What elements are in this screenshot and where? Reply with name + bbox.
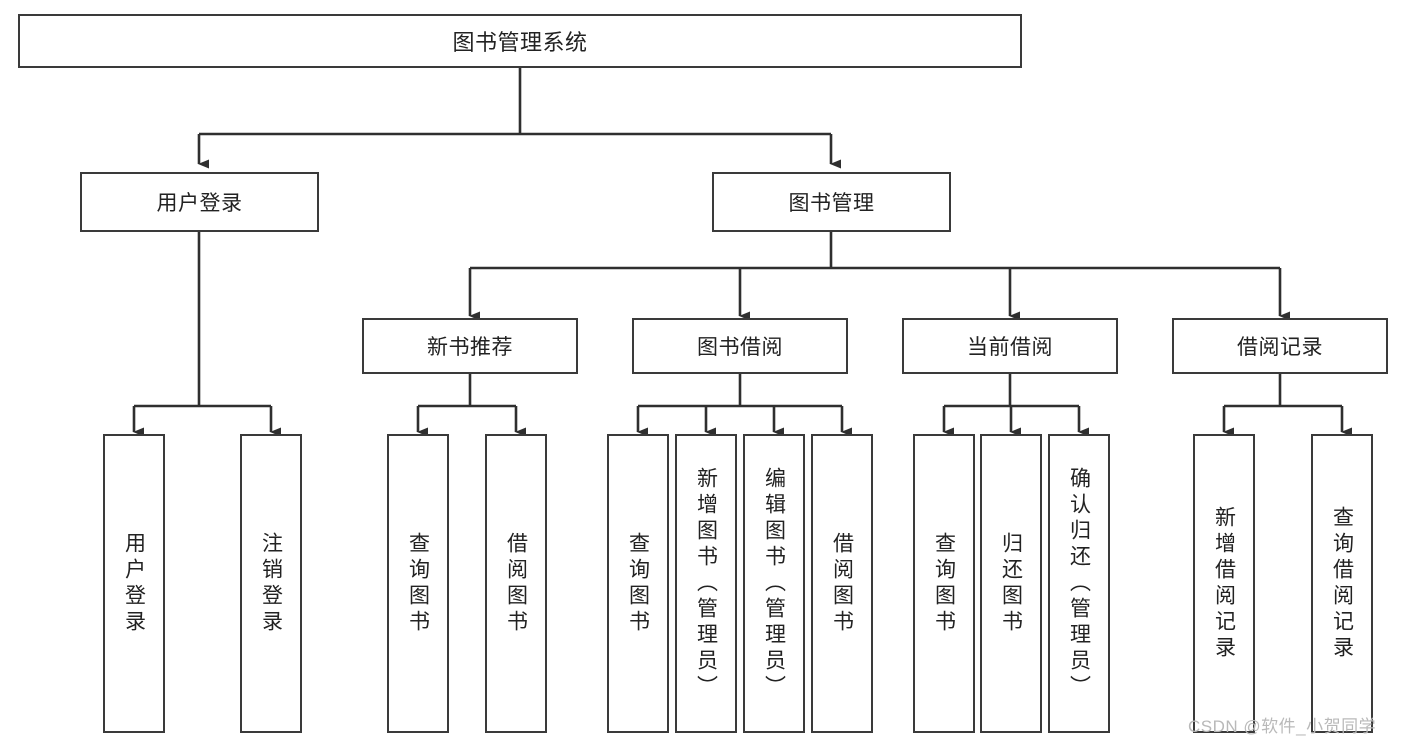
node-root-book-management-system[interactable]: 图书管理系统: [18, 14, 1022, 68]
node-label: 查询图书: [626, 531, 650, 636]
leaf-query-books-recommend[interactable]: 查询图书: [387, 434, 449, 733]
node-book-borrowing[interactable]: 图书借阅: [632, 318, 848, 374]
node-label: 当前借阅: [967, 336, 1053, 359]
node-label: 用户登录: [156, 192, 243, 215]
node-label: 借阅记录: [1237, 336, 1323, 359]
node-borrow-records[interactable]: 借阅记录: [1172, 318, 1388, 374]
watermark: CSDN @软件_小贺同学: [1188, 717, 1377, 736]
node-label: 查询借阅记录: [1330, 505, 1354, 662]
leaf-query-borrow-record[interactable]: 查询借阅记录: [1311, 434, 1373, 733]
node-label: 图书借阅: [697, 336, 783, 359]
node-label: 归还图书: [999, 531, 1023, 636]
node-new-book-recommendation[interactable]: 新书推荐: [362, 318, 578, 374]
leaf-query-books-current[interactable]: 查询图书: [913, 434, 975, 733]
leaf-confirm-return-admin[interactable]: 确认归还（管理员）: [1048, 434, 1110, 733]
node-label: 借阅图书: [830, 531, 854, 636]
leaf-logout[interactable]: 注销登录: [240, 434, 302, 733]
node-user-login[interactable]: 用户登录: [80, 172, 319, 232]
node-label: 新书推荐: [427, 336, 513, 359]
leaf-user-login[interactable]: 用户登录: [103, 434, 165, 733]
leaf-add-borrow-record[interactable]: 新增借阅记录: [1193, 434, 1255, 733]
node-current-borrowing[interactable]: 当前借阅: [902, 318, 1118, 374]
node-label: 图书管理: [788, 192, 875, 215]
leaf-edit-book-admin[interactable]: 编辑图书（管理员）: [743, 434, 805, 733]
leaf-borrow-books[interactable]: 借阅图书: [811, 434, 873, 733]
node-label: 用户登录: [122, 531, 146, 636]
node-label: 新增图书（管理员）: [694, 466, 718, 701]
leaf-add-book-admin[interactable]: 新增图书（管理员）: [675, 434, 737, 733]
node-label: 编辑图书（管理员）: [762, 466, 786, 701]
node-label: 注销登录: [259, 531, 283, 636]
leaf-borrow-books-recommend[interactable]: 借阅图书: [485, 434, 547, 733]
node-label: 查询图书: [932, 531, 956, 636]
node-book-management[interactable]: 图书管理: [712, 172, 951, 232]
node-label: 查询图书: [406, 531, 430, 636]
node-label: 新增借阅记录: [1212, 505, 1236, 662]
node-label: 图书管理系统: [452, 30, 588, 55]
leaf-query-books-borrow[interactable]: 查询图书: [607, 434, 669, 733]
leaf-return-books[interactable]: 归还图书: [980, 434, 1042, 733]
node-label: 借阅图书: [504, 531, 528, 636]
node-label: 确认归还（管理员）: [1067, 466, 1091, 701]
